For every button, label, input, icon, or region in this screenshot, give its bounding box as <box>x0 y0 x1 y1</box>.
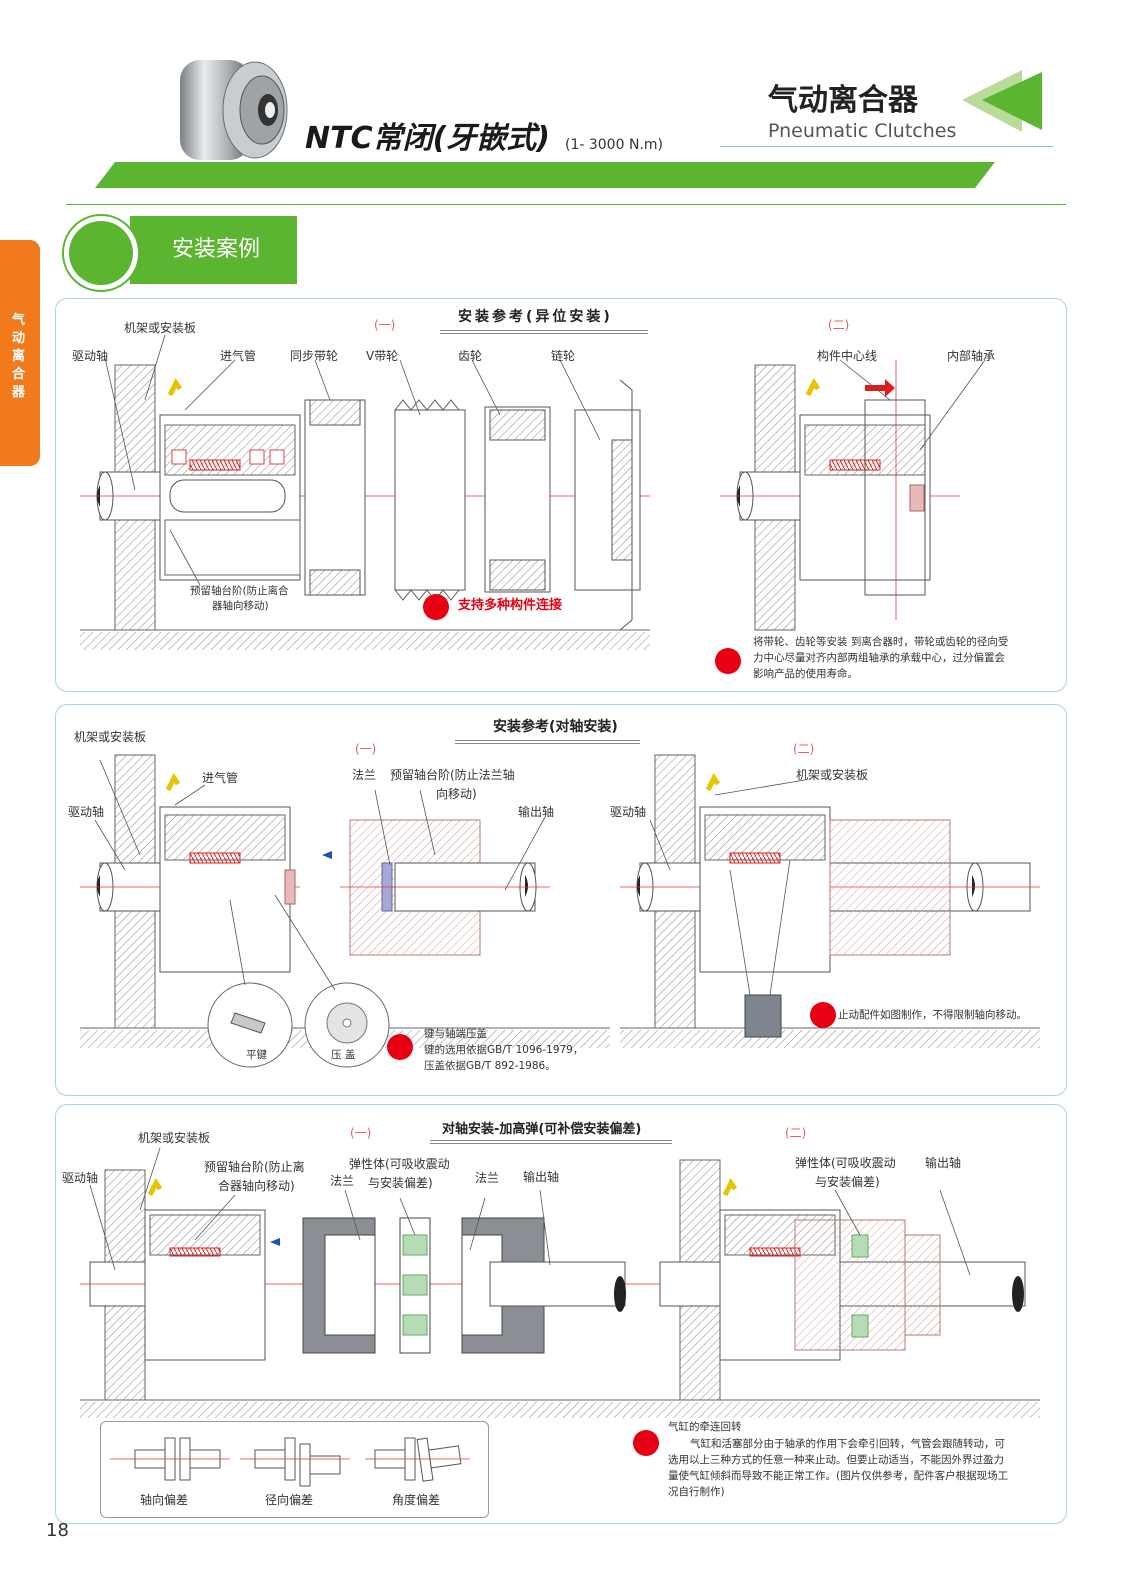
product-title: NTC常闭(牙嵌式) <box>305 121 551 156</box>
panel1-drawing <box>80 334 986 650</box>
p1-label-drive-shaft: 驱动轴 <box>72 349 109 363</box>
p3-note-title: 气缸的牵连回转 <box>668 1421 742 1433</box>
product-range: (1- 3000 N.m) <box>565 137 663 153</box>
panel2-sub1: (一) <box>355 742 377 756</box>
panel3-title: 对轴安装-加高弹(可补偿安装偏差) <box>442 1122 642 1137</box>
p3-label-drive-shaft: 驱动轴 <box>62 1171 99 1185</box>
p3-label-elastic-b-1: 弹性体(可吸收震动 <box>795 1156 896 1170</box>
clutch-product-image <box>180 60 288 160</box>
p1-label-sprocket: 链轮 <box>551 349 576 363</box>
p1-label-component-center: 构件中心线 <box>817 349 878 363</box>
p2-key-note-3: 压盖依据GB/T 892-1986。 <box>424 1060 556 1072</box>
p2-key-note-1: 键与轴端压盖 <box>424 1028 487 1040</box>
panel3-sub2: (二) <box>785 1126 807 1140</box>
side-tab-label: 气动离合器 <box>12 313 26 400</box>
p2-stop-note-dot <box>810 1002 836 1028</box>
p3-label-elastic-b-2: 与安装偏差) <box>815 1175 880 1189</box>
p1-label-inner-bearing: 内部轴承 <box>947 349 996 363</box>
p3-label-reserved-step-2: 合器轴向移动) <box>218 1179 295 1193</box>
p1-label-v-pulley: V带轮 <box>366 349 399 363</box>
p3-note-4: 况自行制作) <box>668 1486 725 1498</box>
p3-label-elastic-2: 与安装偏差) <box>368 1176 433 1190</box>
p2-label-reserved-step-2: 向移动) <box>436 787 477 801</box>
p3-label-flange: 法兰 <box>330 1174 355 1188</box>
page-number: 18 <box>46 1520 69 1541</box>
p1-note-2: 力中心尽量对齐内部两组轴承的承载中心，过分偏置会 <box>753 652 1005 664</box>
side-tab: 气动离合器 <box>0 240 40 466</box>
section-title-circle <box>62 214 140 292</box>
panel1-sub2: (二) <box>828 318 850 332</box>
panel1-title: 安装参考(异位安装) <box>458 309 613 325</box>
p2-stop-note: 止动配件如图制作，不得限制轴向移动。 <box>838 1009 1027 1021</box>
p3-label-output-shaft: 输出轴 <box>523 1170 560 1184</box>
section-line <box>66 204 1066 205</box>
panel1-sub1: (一) <box>374 318 396 332</box>
category-cn: 气动离合器 <box>768 83 918 118</box>
p1-label-reserved-step-2: 器轴向移动) <box>212 600 269 612</box>
p2-label-output-shaft: 输出轴 <box>518 805 555 819</box>
section-title-box <box>130 216 297 284</box>
p3-label-flange-2: 法兰 <box>475 1171 500 1185</box>
p1-note-3: 影响产品的使用寿命。 <box>753 668 858 680</box>
p2-label-frame: 机架或安装板 <box>74 730 147 744</box>
section-title: 安装案例 <box>172 237 261 262</box>
p2-label-cap: 压 盖 <box>331 1049 356 1061</box>
panel3-title-underline <box>430 1140 672 1144</box>
panel1-title-underline <box>440 330 648 334</box>
panel2-title: 安装参考(对轴安装) <box>493 719 618 735</box>
panel2-drawing <box>80 754 1040 1068</box>
deviation-angular: 角度偏差 <box>392 1493 441 1507</box>
p1-label-reserved-step-1: 预留轴台阶(防止离合 <box>190 585 289 597</box>
p3-label-frame: 机架或安装板 <box>138 1131 211 1145</box>
p3-label-elastic-1: 弹性体(可吸收震动 <box>349 1157 450 1171</box>
deviation-axial: 轴向偏差 <box>140 1493 189 1507</box>
deviation-radial: 径向偏差 <box>265 1493 314 1507</box>
p1-label-sync-pulley: 同步带轮 <box>290 349 339 363</box>
p1-label-air-pipe: 进气管 <box>220 349 257 363</box>
p2-key-note-2: 键的选用依据GB/T 1096-1979， <box>424 1044 584 1056</box>
p3-note-2: 选用以上三种方式的任意一种来止动。但要止动适当，不能因外界过盈力 <box>668 1454 1004 1466</box>
p1-note-1: 将带轮、齿轮等安装 到离合器时，带轮或齿轮的径向受 <box>753 636 1009 648</box>
panel2-title-underline <box>455 740 640 744</box>
p3-label-output-shaft-2: 输出轴 <box>925 1156 962 1170</box>
p2-label-air-pipe: 进气管 <box>202 771 239 785</box>
p2-key-note-dot <box>387 1034 413 1060</box>
deviation-diagrams <box>110 1437 470 1487</box>
green-arrow-icon <box>962 70 1042 132</box>
p2-label-flange: 法兰 <box>352 768 377 782</box>
p2-label-reserved-step-1: 预留轴台阶(防止法兰轴 <box>390 768 515 782</box>
p2-label-drive-shaft-2: 驱动轴 <box>610 805 647 819</box>
category-en: Pneumatic Clutches <box>768 120 957 142</box>
p1-label-gear: 齿轮 <box>458 349 483 363</box>
p2-label-flat-key: 平键 <box>246 1049 267 1061</box>
p1-note-dot <box>715 648 741 674</box>
p3-note-3: 量使气缸倾斜而导致不能正常工作。(图片仅供参考，配件客户根据现场工 <box>668 1470 1009 1482</box>
p1-highlight: 支持多种构件连接 <box>458 598 563 613</box>
panel2-sub2: (二) <box>793 742 815 756</box>
header-green-band <box>95 162 995 188</box>
p3-note-dot <box>633 1430 659 1456</box>
p2-label-frame-2: 机架或安装板 <box>796 768 869 782</box>
p1-highlight-dot <box>423 594 449 620</box>
panel3-sub1: (一) <box>350 1126 372 1140</box>
panel3-drawing <box>80 1147 1040 1418</box>
p1-label-frame: 机架或安装板 <box>124 321 197 335</box>
p3-note-1: 气缸和活塞部分由于轴承的作用下会牵引回转，气管会跟随转动，可 <box>690 1438 1005 1450</box>
p2-label-drive-shaft: 驱动轴 <box>68 805 105 819</box>
header-line <box>720 146 1053 147</box>
p3-label-reserved-step-1: 预留轴台阶(防止离 <box>204 1160 305 1174</box>
